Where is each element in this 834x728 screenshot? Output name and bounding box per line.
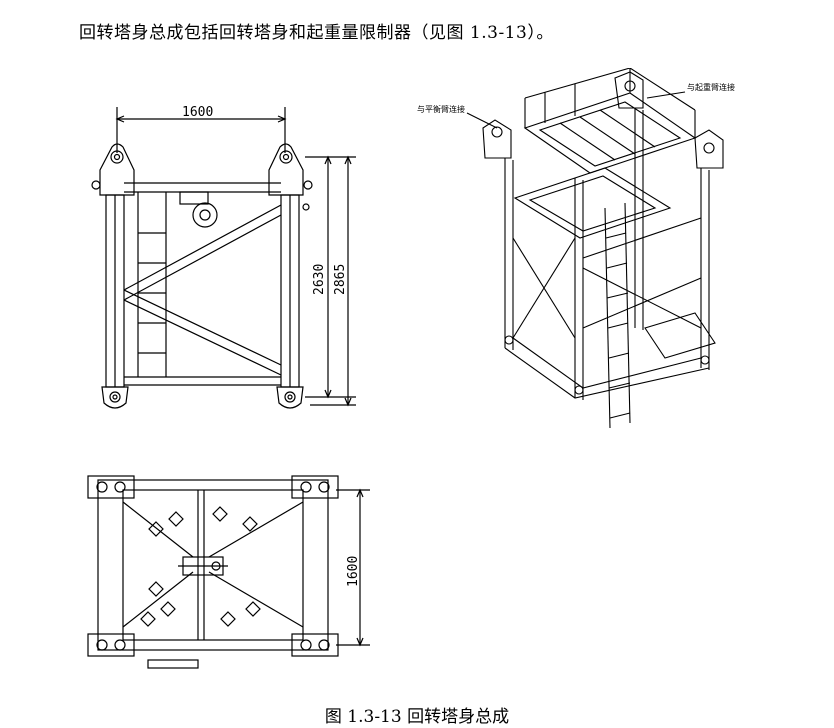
isometric-drawing: 与平衡臂连接 与起重臂连接 [417,68,735,429]
plan-view-drawing: 1600 [87,475,370,669]
balance-jib-connection-label: 与平衡臂连接 [417,104,465,114]
figure-caption: 图 1.3-13 回转塔身总成 [324,707,510,727]
lifting-jib-connection-label: 与起重臂连接 [687,82,735,92]
front-width-dim: 1600 [182,105,213,120]
intro-paragraph: 回转塔身总成包括回转塔身和起重量限制器（见图 1.3-13）。 [79,23,554,43]
front-inner-height-dim: 2630 [312,264,327,295]
front-elevation-drawing: 1600 2630 2865 [91,105,356,409]
plan-depth-dim: 1600 [346,556,361,587]
front-outer-height-dim: 2865 [333,264,348,295]
